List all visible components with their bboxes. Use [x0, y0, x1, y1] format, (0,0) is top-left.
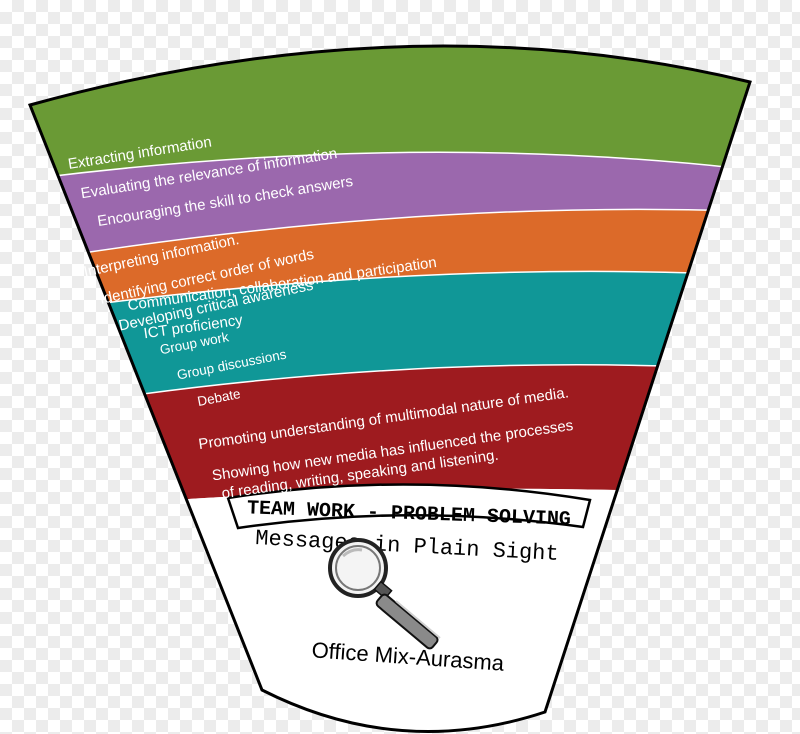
- band-orange: [30, 209, 750, 325]
- band-teal: [30, 271, 750, 425]
- title-band: [226, 483, 592, 530]
- band-purple: [30, 152, 750, 275]
- magnifying-glass-icon: [328, 538, 441, 650]
